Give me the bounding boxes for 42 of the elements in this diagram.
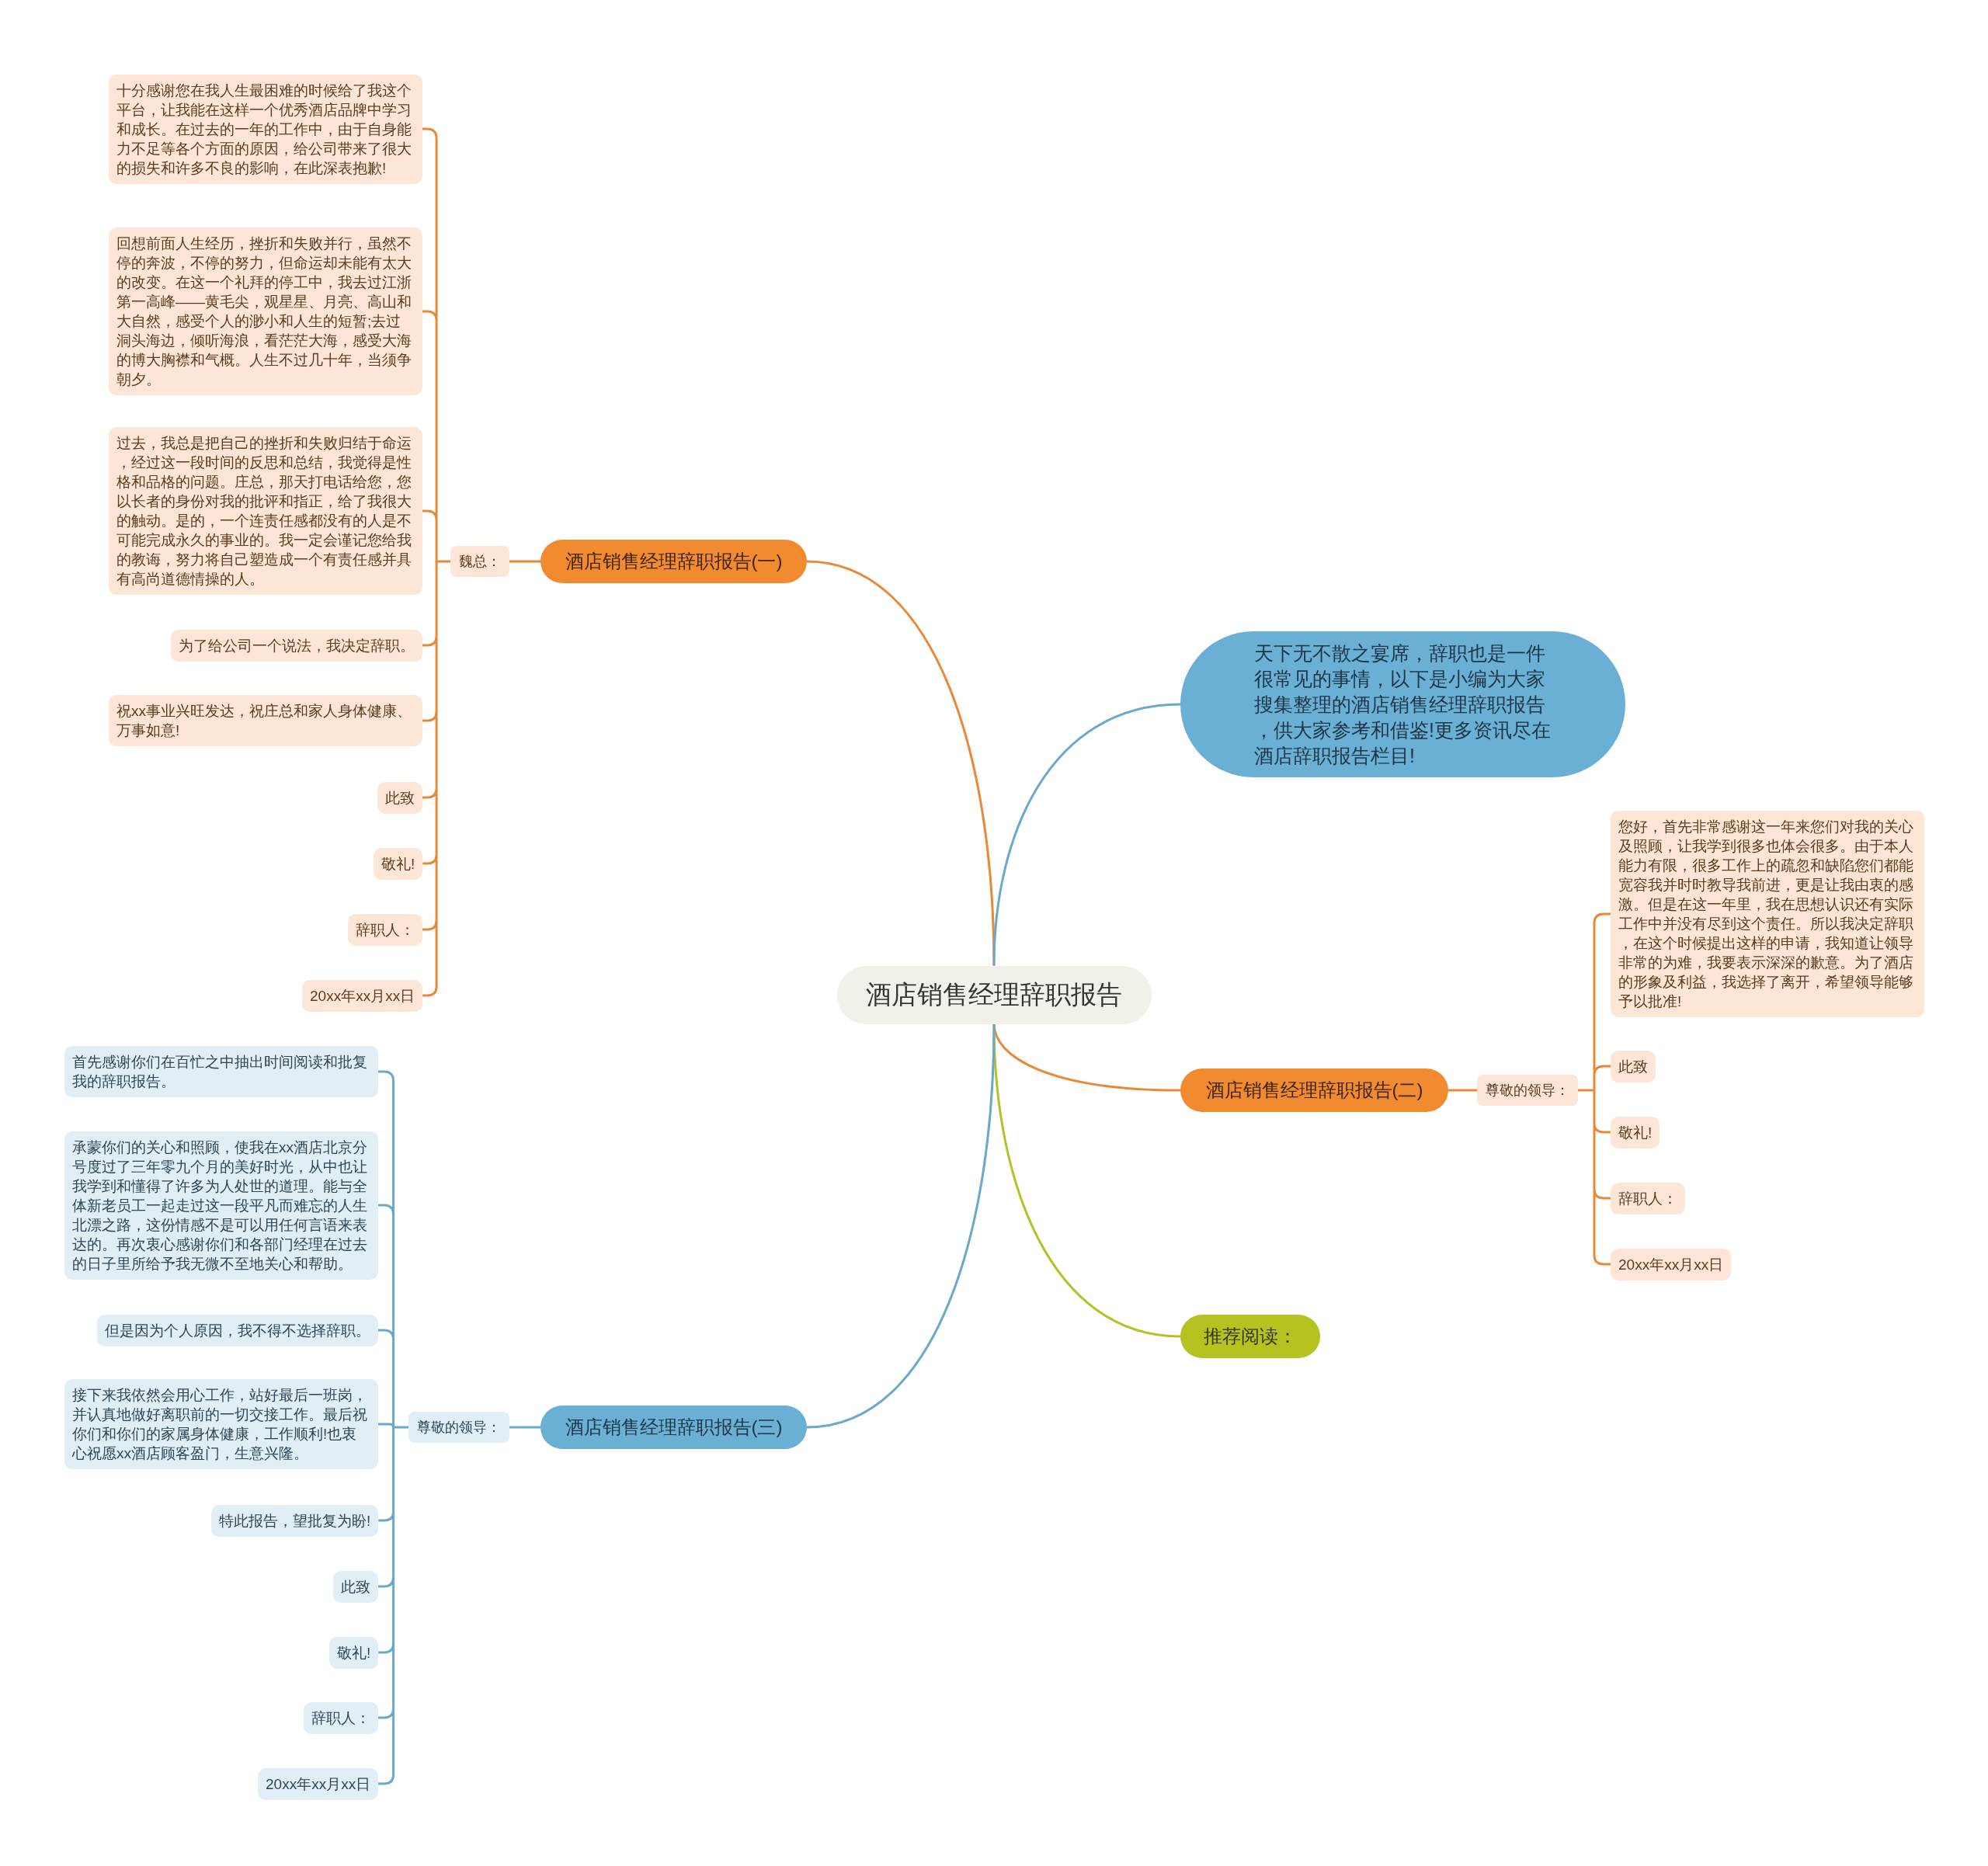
subtopic: 魏总：	[450, 546, 509, 577]
note-card: 20xx年xx月xx日	[258, 1767, 379, 1800]
main-topic: 推荐阅读：	[1180, 1315, 1320, 1358]
note-card: 敬礼!	[329, 1636, 379, 1669]
note-card: 接下来我依然会用心工作，站好最后一班岗，并认真地做好离职前的一切交接工作。最后祝你们和你们的家属身体健康，工作顺利!也衷心祝愿xx酒店顾客盈门，生意兴隆。	[64, 1379, 378, 1469]
subtopic: 尊敬的领导：	[1477, 1075, 1578, 1106]
note-card: 首先感谢你们在百忙之中抽出时间阅读和批复我的辞职报告。	[64, 1046, 378, 1097]
connector-line	[1576, 912, 1612, 1266]
note-card: 敬礼!	[374, 847, 423, 880]
connector-line	[509, 560, 540, 563]
main-topic: 酒店销售经理辞职报告(一)	[540, 540, 807, 583]
connector-line	[509, 1426, 540, 1429]
note-card: 辞职人：	[348, 913, 422, 946]
connector-line	[806, 560, 996, 966]
note-card: 此致	[333, 1570, 378, 1603]
note-card: 辞职人：	[1611, 1182, 1685, 1214]
note-card: 祝xx事业兴旺发达，祝庄总和家人身体健康、万事如意!	[109, 695, 422, 746]
note-card: 敬礼!	[1611, 1116, 1660, 1148]
note-card: 20xx年xx月xx日	[302, 979, 423, 1012]
note-card: 此致	[377, 781, 422, 814]
note-card: 您好，首先非常感谢这一年来您们对我的关心及照顾，让我学到很多也体会很多。由于本人能力有限，很多工作上的疏忽和缺陷您们都能宽容我并时时教导我前进，更是让我由衷的感激。但是在这一年里，我在思想认识还有实际工作中并没有尽到这个责任。所以我决定辞职，在这个时候提出这样的申请，我知道让领导非常的为难，我要表示深深的歉意。为了酒店的形象及利益，我选择了离开，希望领导能够予以批准!	[1611, 811, 1924, 1017]
connector-line	[1448, 1089, 1477, 1092]
subtopic: 尊敬的领导：	[408, 1412, 509, 1443]
note-card: 但是因为个人原因，我不得不选择辞职。	[97, 1314, 378, 1347]
note-card: 过去，我总是把自己的挫折和失败归结于命运，经过这一段时间的反思和总结，我觉得是性格和品格的问题。庄总，那天打电话给您，您以长者的身份对我的批评和指正，给了我很大的触动。是的，一个连责任感都没有的人是不可能完成永久的事业的。我一定会谨记您给我的教诲，努力将自己塑造成一个有责任感并具有高尚道德情操的人。	[109, 427, 422, 595]
note-card: 20xx年xx月xx日	[1611, 1248, 1732, 1280]
note-card: 为了给公司一个说法，我决定辞职。	[171, 629, 422, 662]
note-card: 此致	[1611, 1050, 1656, 1082]
connector-line	[992, 703, 1181, 966]
note-card: 特此报告，望批复为盼!	[211, 1504, 379, 1537]
note-card: 十分感谢您在我人生最困难的时候给了我这个平台，让我能在这样一个优秀酒店品牌中学习和成长。在过去的一年的工作中，由于自身能力不足等各个方面的原因，给公司带来了很大的损失和许多不良的影响，在此深表抱歉!	[109, 74, 422, 184]
connector-line	[377, 1070, 410, 1785]
note-card: 辞职人：	[304, 1701, 378, 1734]
note-card: 回想前面人生经历，挫折和失败并行，虽然不停的奔波，不停的努力，但命运却未能有太大的改变。在这一个礼拜的停工中，我去过江浙第一高峰——黄毛尖，观星星、月亮、高山和大自然，感受个人的渺小和人生的短暂;去过洞头海边，倾听海浪，看茫茫大海，感受大海的博大胸襟和气概。人生不过几十年，当须争朝夕。	[109, 228, 422, 395]
connector-line	[806, 1023, 996, 1429]
connector-line	[421, 127, 452, 997]
connector-line	[992, 1023, 1181, 1338]
main-topic: 酒店销售经理辞职报告(三)	[540, 1406, 807, 1449]
central-topic: 酒店销售经理辞职报告	[836, 965, 1152, 1024]
main-topic: 天下无不散之宴席，辞职也是一件很常见的事情，以下是小编为大家搜集整理的酒店销售经理辞职报告，供大家参考和借鉴!更多资讯尽在酒店辞职报告栏目!	[1180, 631, 1625, 777]
note-card: 承蒙你们的关心和照顾，使我在xx酒店北京分号度过了三年零九个月的美好时光，从中也让我学到和懂得了许多为人处世的道理。能与全体新老员工一起走过这一段平凡而难忘的人生北漂之路，这份情感不是可以用任何言语来表达的。再次衷心感谢你们和各部门经理在过去的日子里所给予我无微不至地关心和帮助。	[64, 1131, 378, 1280]
main-topic: 酒店销售经理辞职报告(二)	[1180, 1069, 1448, 1112]
